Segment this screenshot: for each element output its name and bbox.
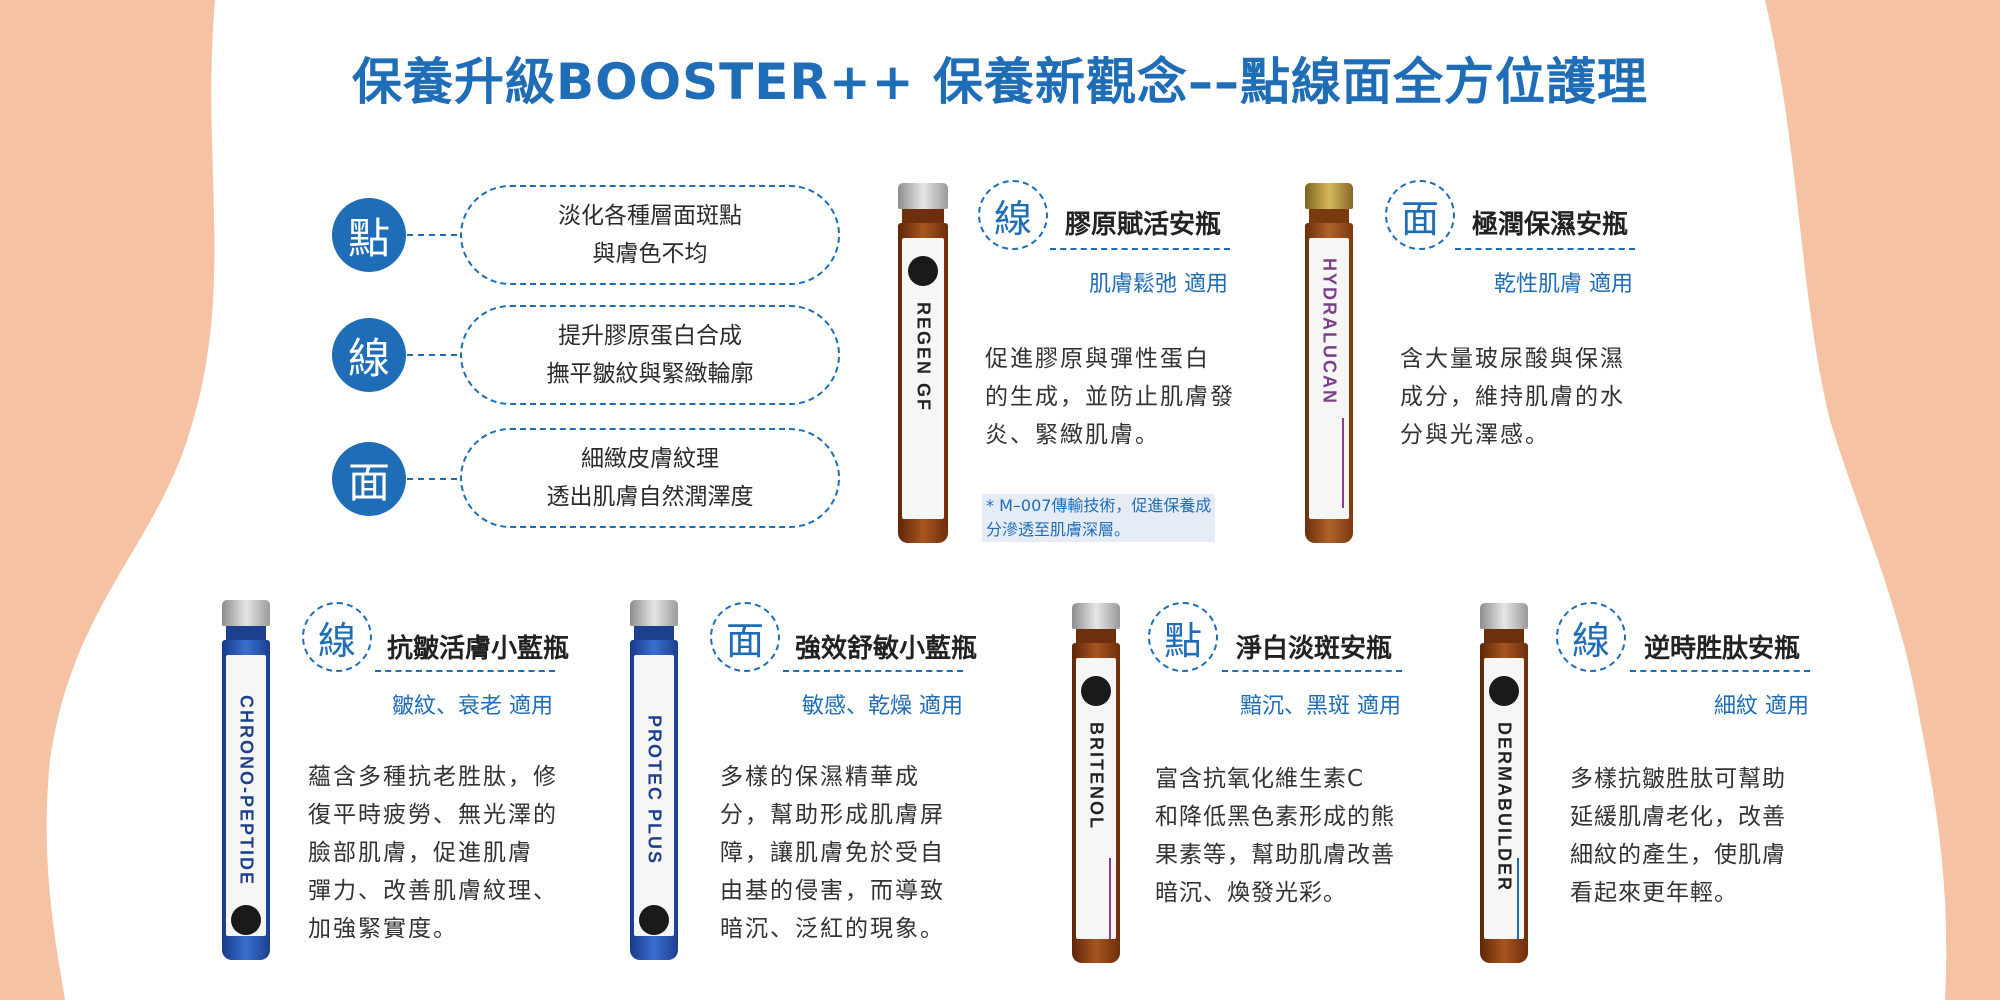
desc-line: 暗沉、煥發光彩。 (1155, 880, 1347, 906)
desc-line: 富含抗氧化維生素C (1155, 766, 1365, 792)
concept-line-pill: 提升膠原蛋白合成 撫平皺紋與緊緻輪廓 (460, 305, 840, 405)
concept-line: 透出肌膚自然潤澤度 (546, 484, 754, 510)
concept-dot-pill: 淡化各種層面斑點 與膚色不均 (460, 185, 840, 285)
product-suitability: 乾性肌膚 適用 (1494, 272, 1633, 297)
product-suitability: 黯沉、黑斑 適用 (1240, 694, 1401, 719)
concept-surface-pill: 細緻皮膚紋理 透出肌膚自然潤澤度 (460, 428, 840, 528)
product-description: 蘊含多種抗老胜肽，修 復平時疲勞、無光澤的 臉部肌膚，促進肌膚 彈力、改善肌膚紋… (308, 758, 568, 948)
desc-line: 由基的侵害，而導致 (720, 878, 945, 904)
product-description: 多樣抗皺胜肽可幫助 延緩肌膚老化，改善 細紋的產生，使肌膚 看起來更年輕。 (1570, 760, 1820, 912)
product-description: 多樣的保濕精華成 分，幫助形成肌膚屏 障，讓肌膚免於受自 由基的侵害，而導致 暗… (720, 758, 970, 948)
desc-line: 的生成，並防止肌膚發 (985, 384, 1235, 410)
divider (783, 670, 963, 672)
concept-line: 與膚色不均 (592, 241, 708, 267)
desc-line: 暗沉、泛紅的現象。 (720, 916, 945, 942)
vial-chrono-peptide: CHRONO-PEPTIDE (222, 600, 270, 960)
product-suitability: 肌膚鬆弛 適用 (1089, 272, 1228, 297)
desc-line: 障，讓肌膚免於受自 (720, 840, 945, 866)
divider (1050, 248, 1230, 250)
desc-line: 臉部肌膚，促進肌膚 (308, 840, 533, 866)
product-name: 淨白淡斑安瓶 (1236, 634, 1393, 664)
vial-label-text: DERMABUILDER (1494, 722, 1515, 892)
concept-line-circle: 線 (332, 318, 406, 392)
vial-label-text: HYDRALUCAN (1319, 258, 1340, 405)
product-badge: 面 (710, 602, 780, 672)
desc-line: 看起來更年輕。 (1570, 880, 1738, 906)
vial-regen-gf: REGEN GF (898, 183, 948, 543)
desc-line: 成分，維持肌膚的水 (1400, 384, 1625, 410)
concept-line: 細緻皮膚紋理 (581, 446, 719, 472)
vial-label-text: CHRONO-PEPTIDE (236, 695, 257, 887)
vial-label-text: PROTEC PLUS (644, 715, 665, 866)
divider (375, 670, 555, 672)
desc-line: 分，幫助形成肌膚屏 (720, 802, 945, 828)
product-name: 極潤保濕安瓶 (1472, 210, 1629, 240)
product-badge: 線 (302, 602, 372, 672)
desc-line: 含大量玻尿酸與保濕 (1400, 346, 1625, 372)
desc-line: 延緩肌膚老化，改善 (1570, 804, 1786, 830)
desc-line: 復平時疲勞、無光澤的 (308, 802, 558, 828)
vial-dermabuilder: DERMABUILDER (1480, 603, 1528, 963)
vial-britenol: BRITENOL (1072, 603, 1120, 963)
product-description: 促進膠原與彈性蛋白 的生成，並防止肌膚發 炎、緊緻肌膚。 (985, 340, 1235, 454)
vial-hydralucan: HYDRALUCAN (1305, 183, 1353, 543)
vial-label-text: REGEN GF (913, 302, 934, 413)
concept-surface-circle: 面 (332, 442, 406, 516)
product-description: 富含抗氧化維生素C 和降低黑色素形成的熊 果素等，幫助肌膚改善 暗沉、煥發光彩。 (1155, 760, 1420, 912)
concept-dot-circle: 點 (332, 198, 406, 272)
product-description: 含大量玻尿酸與保濕 成分，維持肌膚的水 分與光澤感。 (1400, 340, 1650, 454)
desc-line: 加強緊實度。 (308, 916, 458, 942)
desc-line: 炎、緊緻肌膚。 (985, 422, 1160, 448)
connector (407, 478, 457, 480)
note-line: 分滲透至肌膚深層。 (986, 520, 1131, 539)
connector (407, 234, 457, 236)
desc-line: 多樣抗皺胜肽可幫助 (1570, 766, 1786, 792)
product-note: * M–007傳輸技術，促進保養成 分滲透至肌膚深層。 (982, 494, 1216, 542)
desc-line: 蘊含多種抗老胜肽，修 (308, 764, 558, 790)
desc-line: 促進膠原與彈性蛋白 (985, 346, 1210, 372)
desc-line: 分與光澤感。 (1400, 422, 1550, 448)
divider (1630, 670, 1810, 672)
concept-line: 撫平皺紋與緊緻輪廓 (546, 361, 754, 387)
connector (407, 354, 457, 356)
concept-line: 淡化各種層面斑點 (558, 203, 742, 229)
desc-line: 和降低黑色素形成的熊 (1155, 804, 1395, 830)
product-badge: 線 (978, 180, 1048, 250)
product-name: 抗皺活膚小藍瓶 (387, 634, 570, 664)
product-suitability: 皺紋、衰老 適用 (392, 694, 553, 719)
product-badge: 點 (1148, 602, 1218, 672)
desc-line: 果素等，幫助肌膚改善 (1155, 842, 1395, 868)
desc-line: 彈力、改善肌膚紋理、 (308, 878, 558, 904)
concept-line: 提升膠原蛋白合成 (558, 323, 742, 349)
product-suitability: 敏感、乾燥 適用 (802, 694, 963, 719)
desc-line: 細紋的產生，使肌膚 (1570, 842, 1786, 868)
divider (1222, 670, 1402, 672)
divider (1455, 248, 1635, 250)
page-title: 保養升級BOOSTER++ 保養新觀念––點線面全方位護理 (351, 53, 1649, 111)
vial-label-text: BRITENOL (1086, 722, 1107, 830)
product-badge: 線 (1556, 602, 1626, 672)
vial-protec-plus: PROTEC PLUS (630, 600, 678, 960)
product-name: 膠原賦活安瓶 (1065, 210, 1222, 240)
product-badge: 面 (1385, 180, 1455, 250)
product-suitability: 細紋 適用 (1714, 694, 1809, 719)
product-name: 強效舒敏小藍瓶 (795, 634, 978, 664)
product-name: 逆時胜肽安瓶 (1644, 634, 1801, 664)
desc-line: 多樣的保濕精華成 (720, 764, 920, 790)
note-line: * M–007傳輸技術，促進保養成 (986, 496, 1212, 515)
